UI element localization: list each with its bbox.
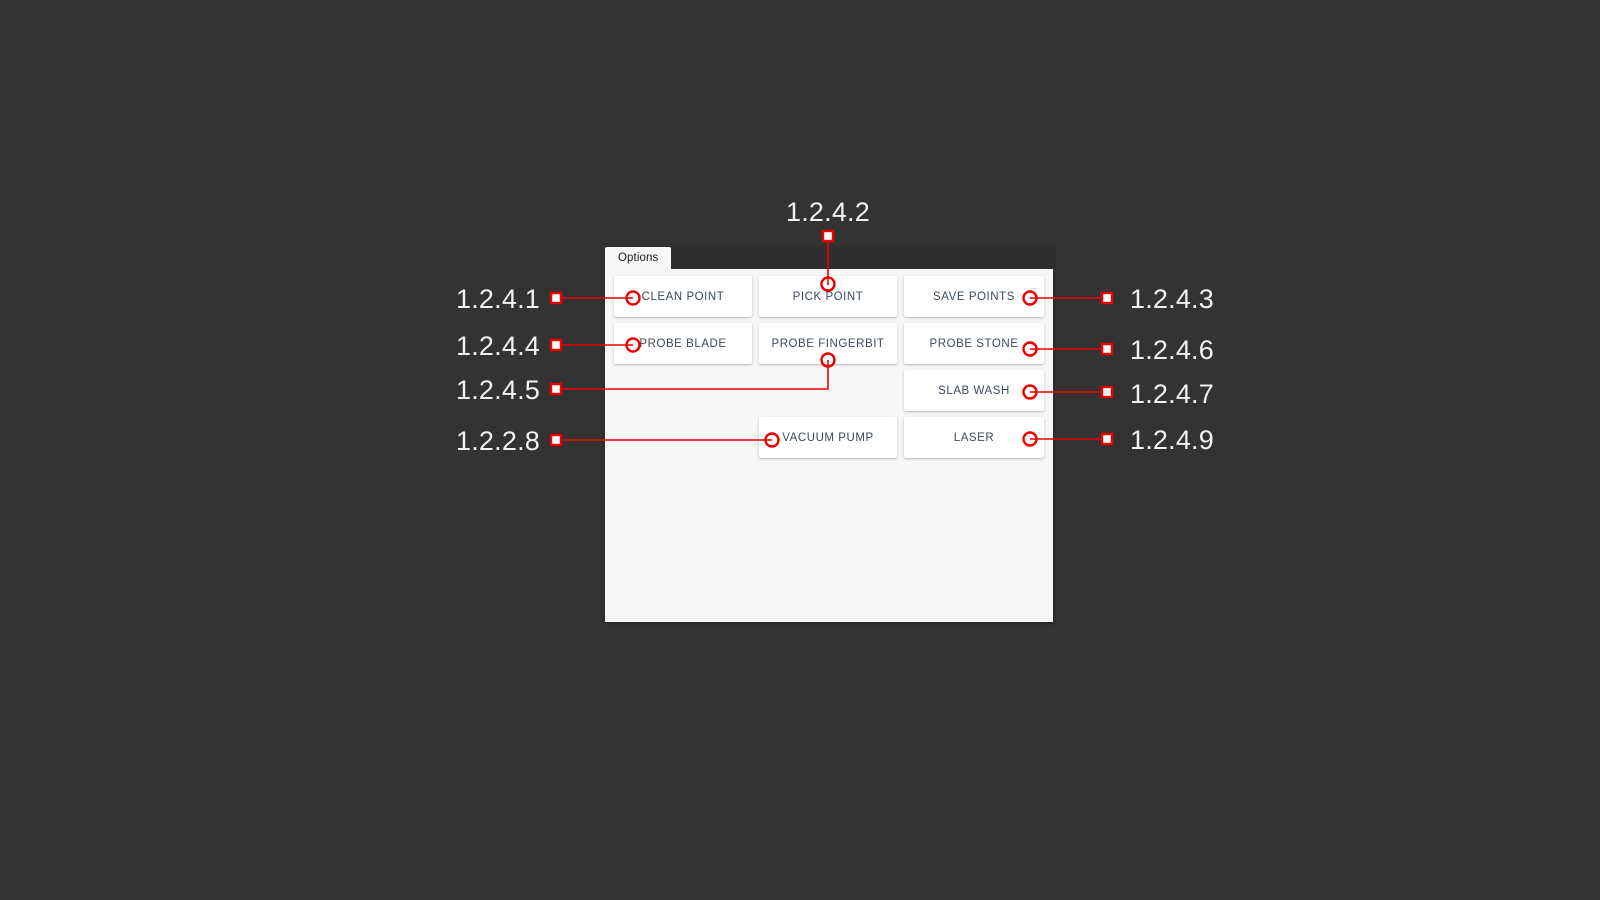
callout-marker-square-1-2-4-9 — [1100, 432, 1114, 446]
callout-marker-square-1-2-4-1 — [549, 291, 563, 305]
button-probe-stone[interactable]: PROBE STONE — [904, 323, 1044, 364]
callout-marker-square-1-2-4-4 — [549, 338, 563, 352]
button-slab-wash[interactable]: SLAB WASH — [904, 370, 1044, 411]
callout-marker-square-1-2-4-7 — [1100, 385, 1114, 399]
callout-label-1-2-2-8: 1.2.2.8 — [456, 426, 540, 456]
callout-label-1-2-4-2: 1.2.4.2 — [786, 197, 870, 227]
callout-label-1-2-4-6: 1.2.4.6 — [1130, 335, 1214, 365]
tab-strip: Options — [605, 247, 1053, 269]
button-pick-point[interactable]: PICK POINT — [759, 276, 897, 317]
tab-options[interactable]: Options — [605, 247, 672, 269]
button-probe-blade[interactable]: PROBE BLADE — [614, 323, 752, 364]
options-panel-body: CLEAN POINT PICK POINT SAVE POINTS PROBE… — [605, 269, 1053, 622]
callout-label-1-2-4-4: 1.2.4.4 — [456, 331, 540, 361]
button-clean-point[interactable]: CLEAN POINT — [614, 276, 752, 317]
button-save-points[interactable]: SAVE POINTS — [904, 276, 1044, 317]
callout-label-1-2-4-3: 1.2.4.3 — [1130, 284, 1214, 314]
callout-marker-square-1-2-2-8 — [549, 433, 563, 447]
callout-marker-square-1-2-4-2 — [821, 229, 835, 243]
button-vacuum-pump[interactable]: VACUUM PUMP — [759, 417, 897, 458]
callout-marker-square-1-2-4-6 — [1100, 342, 1114, 356]
callout-label-1-2-4-7: 1.2.4.7 — [1130, 379, 1214, 409]
button-probe-fingerbit[interactable]: PROBE FINGERBIT — [759, 323, 897, 364]
callout-marker-square-1-2-4-3 — [1100, 291, 1114, 305]
callout-label-1-2-4-5: 1.2.4.5 — [456, 375, 540, 405]
callout-marker-square-1-2-4-5 — [549, 382, 563, 396]
options-panel: Options CLEAN POINT PICK POINT SAVE POIN… — [605, 247, 1053, 622]
button-laser[interactable]: LASER — [904, 417, 1044, 458]
callout-label-1-2-4-1: 1.2.4.1 — [456, 284, 540, 314]
callout-label-1-2-4-9: 1.2.4.9 — [1130, 425, 1214, 455]
